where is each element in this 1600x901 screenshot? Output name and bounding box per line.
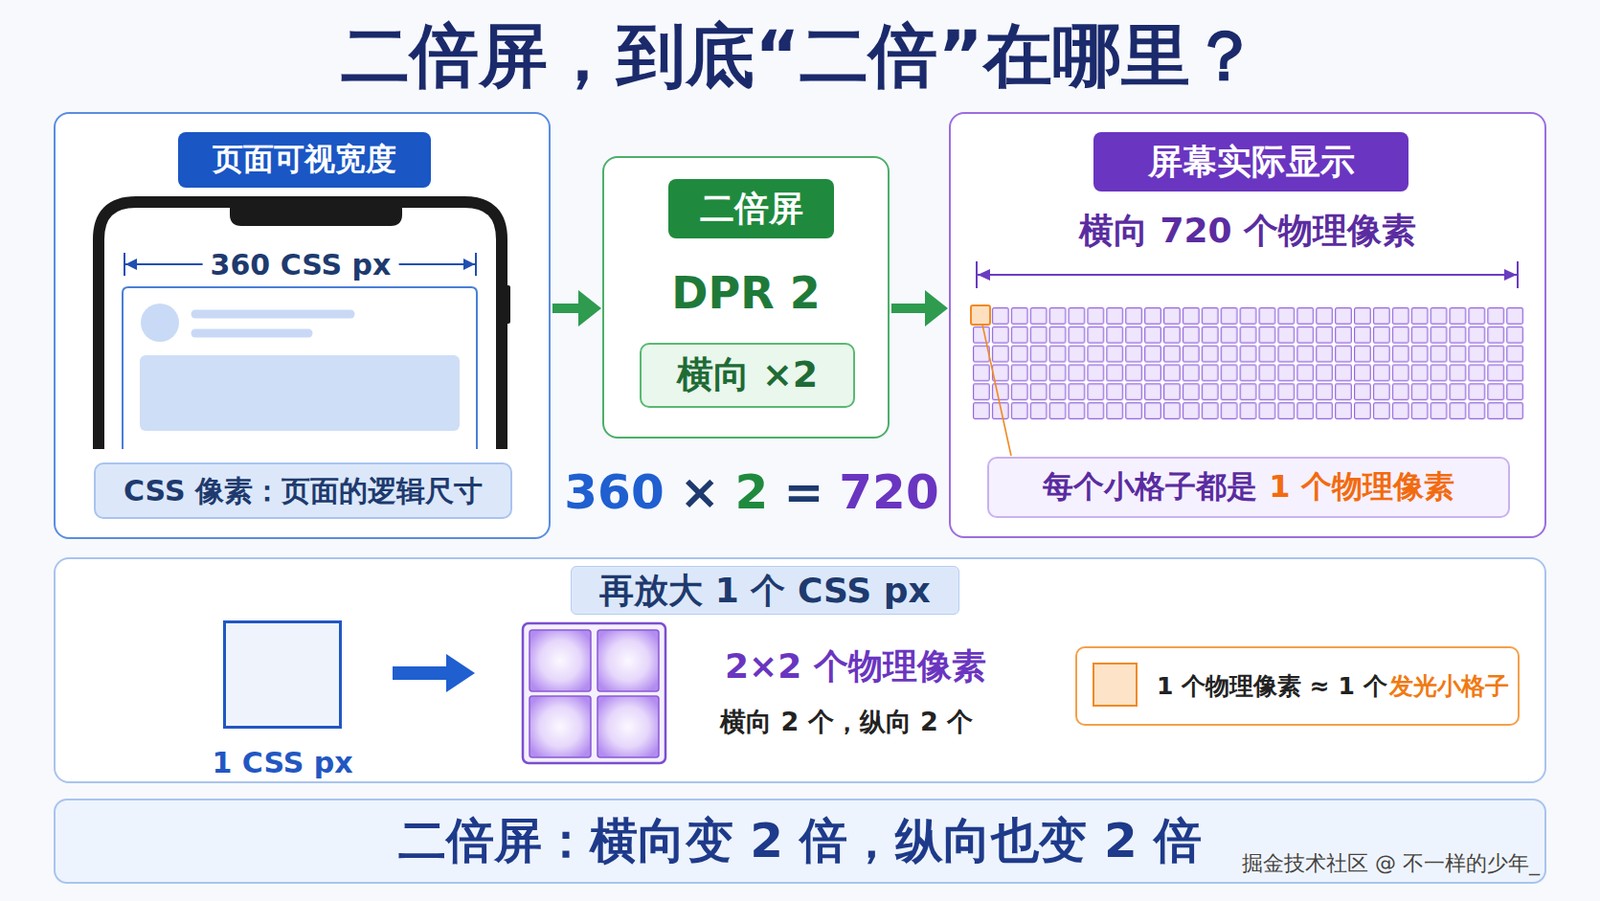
node-subtext: 发光小格子	[1389, 673, 1510, 700]
panel-box: 页面可视宽度 CSS 像素：页面的逻辑尺寸	[53, 112, 551, 540]
node-text: 每个小格子都是	[1042, 470, 1258, 504]
node-text: CSS 像素：页面的逻辑尺寸	[123, 474, 483, 507]
panel-box: 屏幕实际显示横向 720 个物理像素每个小格子都是 1 个物理像素	[948, 112, 1547, 539]
pixel-count-label: 2×2 个物理像素	[724, 647, 987, 686]
caption-pill: 每个小格子都是 1 个物理像素	[987, 456, 1510, 519]
caption-pill: CSS 像素：页面的逻辑尺寸	[93, 462, 513, 519]
dimension-label: 360 CSS px	[202, 248, 400, 281]
node-subtext: 横向 720 个物理像素	[950, 209, 1545, 252]
node-text: 1 个物理像素 ≈ 1 个	[1156, 673, 1388, 700]
node-text: 二倍屏：横向变 2 倍，纵向也变 2 倍	[398, 814, 1202, 868]
panel-box: 二倍屏 DPR 2 横向 ×2	[602, 156, 890, 439]
factor-box: 横向 ×2	[639, 342, 856, 408]
flow-arrow	[552, 290, 602, 327]
node-text: 横向 ×2	[676, 355, 819, 396]
equation-term: 720	[838, 466, 939, 519]
node-text: 屏幕实际显示	[1093, 132, 1409, 192]
arrowhead	[578, 290, 602, 327]
arrow-shaft	[552, 303, 582, 314]
node-text: 再放大 1 个 CSS px	[570, 565, 960, 615]
arrowhead	[924, 290, 948, 327]
legend-box: 1 个物理像素 ≈ 1 个发光小格子	[1075, 646, 1520, 726]
pixel-note: 横向 2 个，纵向 2 个	[720, 707, 973, 737]
watermark: 掘金技术社区 @ 不一样的少年_	[1241, 852, 1540, 876]
equation-operator: ×	[679, 466, 721, 519]
equation-operator: =	[783, 466, 824, 519]
equation-term: 360	[563, 466, 664, 519]
node-subtext: 1 个物理像素	[1268, 470, 1454, 504]
flow-arrow	[891, 290, 948, 327]
css-pixel-square: 1 CSS px	[223, 620, 342, 729]
node-text: 二倍屏	[668, 179, 834, 239]
diagram-title: 二倍屏，到底“二倍”在哪里？	[0, 17, 1600, 96]
node-text: 1 CSS px	[184, 741, 381, 784]
node-text: 页面可视宽度	[178, 132, 431, 188]
equation-row: 360×2=720	[574, 463, 929, 521]
node-subtext: DPR 2	[604, 266, 888, 320]
equation-term: 2	[735, 466, 769, 519]
arrow-shaft	[891, 303, 928, 314]
